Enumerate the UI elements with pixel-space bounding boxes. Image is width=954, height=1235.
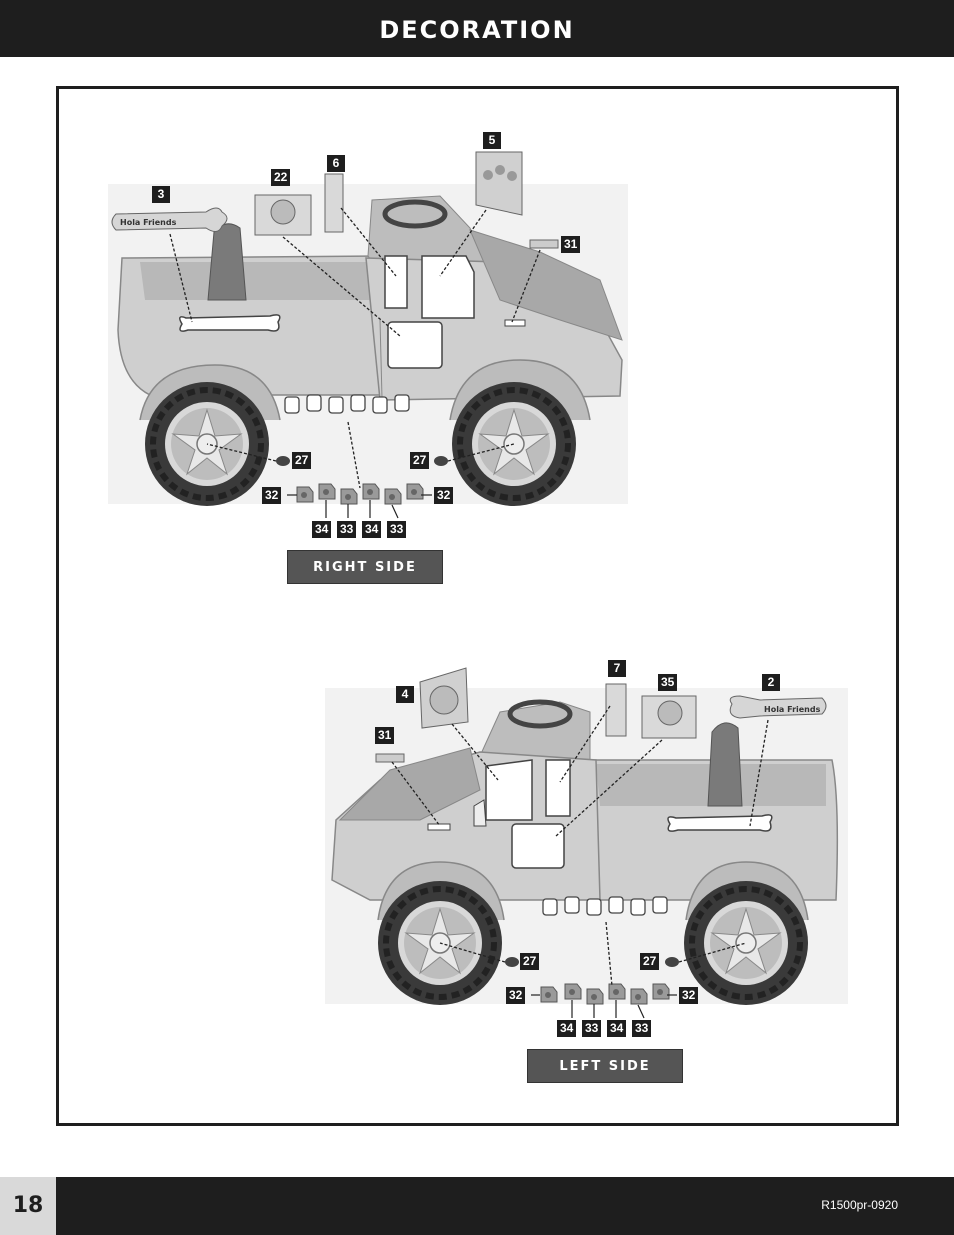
callout-32: 32 [434, 487, 454, 504]
callout-33: 33 [337, 521, 357, 538]
callout-7: 7 [608, 660, 626, 677]
callout-2: 2 [762, 674, 780, 691]
decal-tools-group-5 [475, 151, 523, 216]
callout-35: 35 [658, 674, 678, 691]
callout-31: 31 [561, 236, 581, 253]
decal-tool-character-6 [324, 173, 344, 233]
callout-33: 33 [582, 1020, 602, 1037]
decal-hola-friends-right: Hola Friends [111, 207, 228, 232]
decal-tool-character-7 [605, 683, 627, 737]
decal-handy-manny-portrait [254, 194, 312, 236]
decal-handy-manny-portrait-35 [641, 695, 697, 739]
left-side-truck [325, 688, 848, 1005]
callout-32: 32 [679, 987, 699, 1004]
callout-27: 27 [520, 953, 540, 970]
callout-27: 27 [292, 452, 312, 469]
callout-33: 33 [632, 1020, 652, 1037]
callout-33: 33 [387, 521, 407, 538]
callout-32: 32 [506, 987, 526, 1004]
callout-32: 32 [262, 487, 282, 504]
right-side-label: RIGHT SIDE [287, 550, 443, 584]
svg-text:Hola Friends: Hola Friends [120, 218, 177, 227]
decal-plate-31-right [529, 239, 559, 249]
footer-bar [0, 1177, 954, 1235]
callout-31: 31 [375, 727, 395, 744]
svg-text:Hola Friends: Hola Friends [764, 705, 821, 714]
callout-27: 27 [640, 953, 660, 970]
callout-22: 22 [271, 169, 291, 186]
page-number-box [0, 1177, 56, 1235]
header-bar [0, 0, 954, 57]
callout-5: 5 [483, 132, 501, 149]
decal-plate-31-left [375, 753, 405, 763]
callout-3: 3 [152, 186, 170, 203]
callout-34: 34 [607, 1020, 627, 1037]
callout-6: 6 [327, 155, 345, 172]
page-title: DECORATION [379, 16, 575, 44]
callout-34: 34 [362, 521, 382, 538]
callout-4: 4 [396, 686, 414, 703]
document-code: R1500pr-0920 [821, 1198, 898, 1212]
decal-hola-friends-left: Hola Friends [729, 695, 827, 719]
callout-34: 34 [312, 521, 332, 538]
callout-34: 34 [557, 1020, 577, 1037]
callout-27: 27 [410, 452, 430, 469]
page-number: 18 [12, 1193, 44, 1218]
decal-handy-manny-face-4 [419, 667, 469, 729]
right-side-truck [108, 184, 628, 506]
left-side-label: LEFT SIDE [527, 1049, 683, 1083]
diagram-frame [56, 86, 899, 1126]
